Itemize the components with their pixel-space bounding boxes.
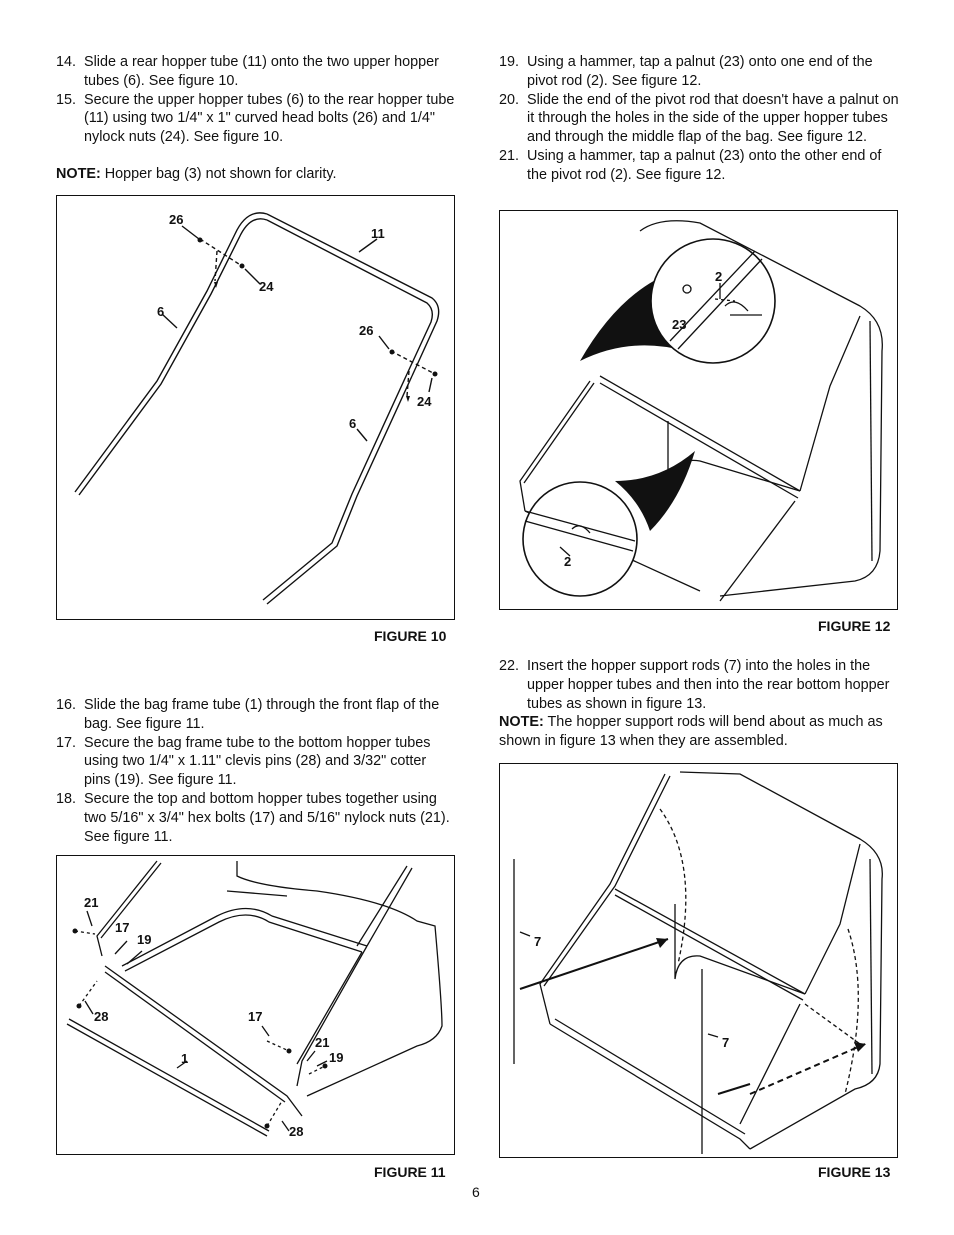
callout-11: 11 <box>371 226 385 241</box>
callout-21: 21 <box>84 895 98 910</box>
callout-24-right: 24 <box>417 394 432 409</box>
note-label: NOTE: <box>499 714 544 731</box>
step-18: 18. Secure the top and bottom hopper tub… <box>56 790 456 846</box>
step-text: Secure the top and bottom hopper tubes t… <box>84 790 450 845</box>
step-text: Slide the bag frame tube (1) through the… <box>84 697 440 732</box>
step-22-block: 22. Insert the hopper support rods (7) i… <box>499 657 899 751</box>
step-number: 14. <box>56 54 77 70</box>
callout-2-bottom: 2 <box>564 554 571 569</box>
callout-28: 28 <box>94 1009 108 1024</box>
callout-19-right: 19 <box>329 1050 343 1065</box>
figure-11-caption: FIGURE 11 <box>374 1164 446 1180</box>
steps-16-18: 16. Slide the bag frame tube (1) through… <box>56 696 456 846</box>
step-14: 14. Slide a rear hopper tube (11) onto t… <box>56 53 456 91</box>
figure-12-caption: FIGURE 12 <box>818 618 891 634</box>
callout-19: 19 <box>137 932 151 947</box>
step-number: 18. <box>56 790 77 807</box>
step-number: 22. <box>499 658 520 674</box>
note-text: Hopper bag (3) not shown for clarity. <box>100 165 337 182</box>
step-22: 22. Insert the hopper support rods (7) i… <box>499 657 899 713</box>
step-15: 15. Secure the upper hopper tubes (6) to… <box>56 91 456 147</box>
step-text: Secure the bag frame tube to the bottom … <box>84 734 431 789</box>
callout-28-right: 28 <box>289 1124 303 1139</box>
callout-26: 26 <box>169 212 183 227</box>
step-text: Using a hammer, tap a palnut (23) onto t… <box>527 147 882 183</box>
figure-13-caption: FIGURE 13 <box>818 1164 891 1180</box>
step-number: 15. <box>56 91 77 108</box>
page-number: 6 <box>472 1184 480 1200</box>
step-number: 21. <box>499 147 520 164</box>
figure-10-caption: FIGURE 10 <box>374 628 447 644</box>
step-number: 17. <box>56 734 77 751</box>
step-17: 17. Secure the bag frame tube to the bot… <box>56 734 456 790</box>
step-number: 19. <box>499 54 520 70</box>
step-number: 16. <box>56 697 77 713</box>
figure-12-illustration: 2 23 2 <box>499 210 898 610</box>
steps-14-15: 14. Slide a rear hopper tube (11) onto t… <box>56 53 456 184</box>
note-figure-13: NOTE: The hopper support rods will bend … <box>499 713 899 751</box>
callout-17-right: 17 <box>248 1009 262 1024</box>
callout-6-right: 6 <box>349 416 356 431</box>
callout-1: 1 <box>181 1051 188 1066</box>
note-text: The hopper support rods will bend about … <box>499 714 883 750</box>
figure-10-illustration: 26 11 24 6 26 24 6 <box>56 195 455 620</box>
step-16: 16. Slide the bag frame tube (1) through… <box>56 696 456 734</box>
note-figure-10: NOTE: Hopper bag (3) not shown for clari… <box>56 165 456 184</box>
callout-21-right: 21 <box>315 1035 329 1050</box>
callout-7-center: 7 <box>722 1035 729 1050</box>
step-19: 19. Using a hammer, tap a palnut (23) on… <box>499 53 899 91</box>
step-text: Slide a rear hopper tube (11) onto the t… <box>84 54 439 89</box>
note-label: NOTE: <box>56 165 101 182</box>
step-number: 20. <box>499 91 520 108</box>
step-text: Insert the hopper support rods (7) into … <box>527 658 890 712</box>
step-text: Slide the end of the pivot rod that does… <box>527 91 899 146</box>
callout-7-left: 7 <box>534 934 541 949</box>
figure-13-illustration: 7 7 <box>499 763 898 1158</box>
callout-6: 6 <box>157 304 164 319</box>
callout-23: 23 <box>672 317 686 332</box>
steps-19-21: 19. Using a hammer, tap a palnut (23) on… <box>499 53 899 185</box>
callout-17: 17 <box>115 920 129 935</box>
step-text: Secure the upper hopper tubes (6) to the… <box>84 91 455 146</box>
callout-24: 24 <box>259 279 274 294</box>
step-text: Using a hammer, tap a palnut (23) onto o… <box>527 54 873 89</box>
figure-11-illustration: 21 17 19 28 17 21 19 1 28 <box>56 855 455 1155</box>
callout-26-right: 26 <box>359 323 373 338</box>
callout-2-top: 2 <box>715 269 722 284</box>
step-21: 21. Using a hammer, tap a palnut (23) on… <box>499 147 899 185</box>
step-20: 20. Slide the end of the pivot rod that … <box>499 91 899 147</box>
